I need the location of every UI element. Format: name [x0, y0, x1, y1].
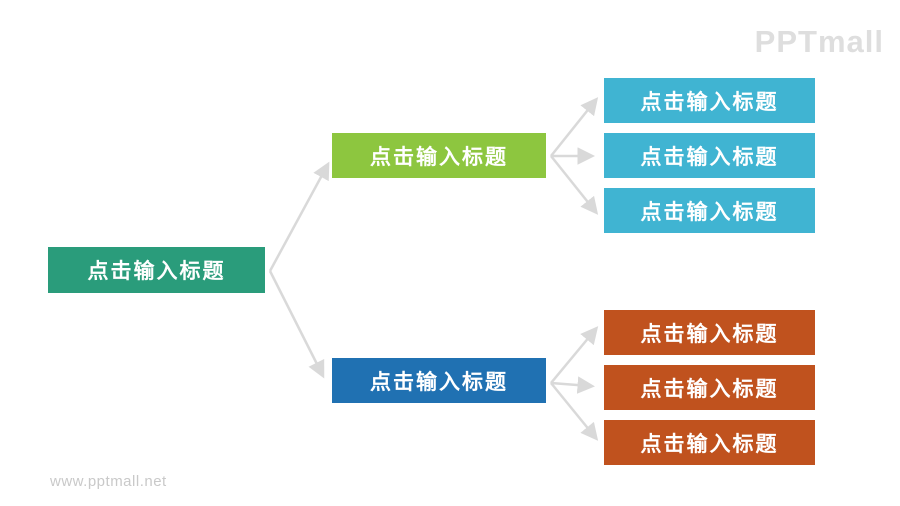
bottom-leaf-title-box-1[interactable]: 点击输入标题 — [604, 310, 815, 355]
bottom-leaf-title-label-3: 点击输入标题 — [640, 432, 779, 456]
root-title-label: 点击输入标题 — [87, 260, 226, 283]
bottom-leaf-title-box-2[interactable]: 点击输入标题 — [604, 365, 815, 410]
bottom-branch-title-box[interactable]: 点击输入标题 — [332, 358, 546, 403]
bottom-leaf-title-label-1: 点击输入标题 — [640, 322, 779, 346]
top-branch-title-label: 点击输入标题 — [370, 145, 508, 169]
pptmall-logo: PPTmall — [754, 24, 884, 59]
root-title-box[interactable]: 点击输入标题 — [48, 247, 265, 293]
arrow-bottom-branch-to-leaf-2 — [550, 376, 595, 394]
bottom-leaf-title-label-2: 点击输入标题 — [640, 377, 779, 401]
top-leaf-title-label-1: 点击输入标题 — [640, 90, 779, 114]
top-leaf-title-box-2[interactable]: 点击输入标题 — [604, 133, 815, 178]
arrow-bottom-branch-to-leaf-3 — [550, 382, 599, 441]
bottom-leaf-title-box-3[interactable]: 点击输入标题 — [604, 420, 815, 465]
arrow-bottom-branch-to-leaf-1 — [550, 326, 599, 384]
top-leaf-title-box-1[interactable]: 点击输入标题 — [604, 78, 815, 123]
watermark-url: www.pptmall.net — [50, 473, 167, 490]
top-leaf-title-label-3: 点击输入标题 — [640, 200, 779, 224]
arrow-top-branch-to-leaf-3 — [550, 155, 599, 215]
top-leaf-title-box-3[interactable]: 点击输入标题 — [604, 188, 815, 233]
bottom-branch-title-label: 点击输入标题 — [370, 370, 508, 394]
top-leaf-title-label-2: 点击输入标题 — [640, 145, 779, 169]
top-branch-title-box[interactable]: 点击输入标题 — [332, 133, 546, 178]
arrow-root-to-top-branch — [268, 161, 330, 272]
arrow-top-branch-to-leaf-1 — [550, 97, 599, 157]
arrow-root-to-bottom-branch — [268, 270, 325, 379]
